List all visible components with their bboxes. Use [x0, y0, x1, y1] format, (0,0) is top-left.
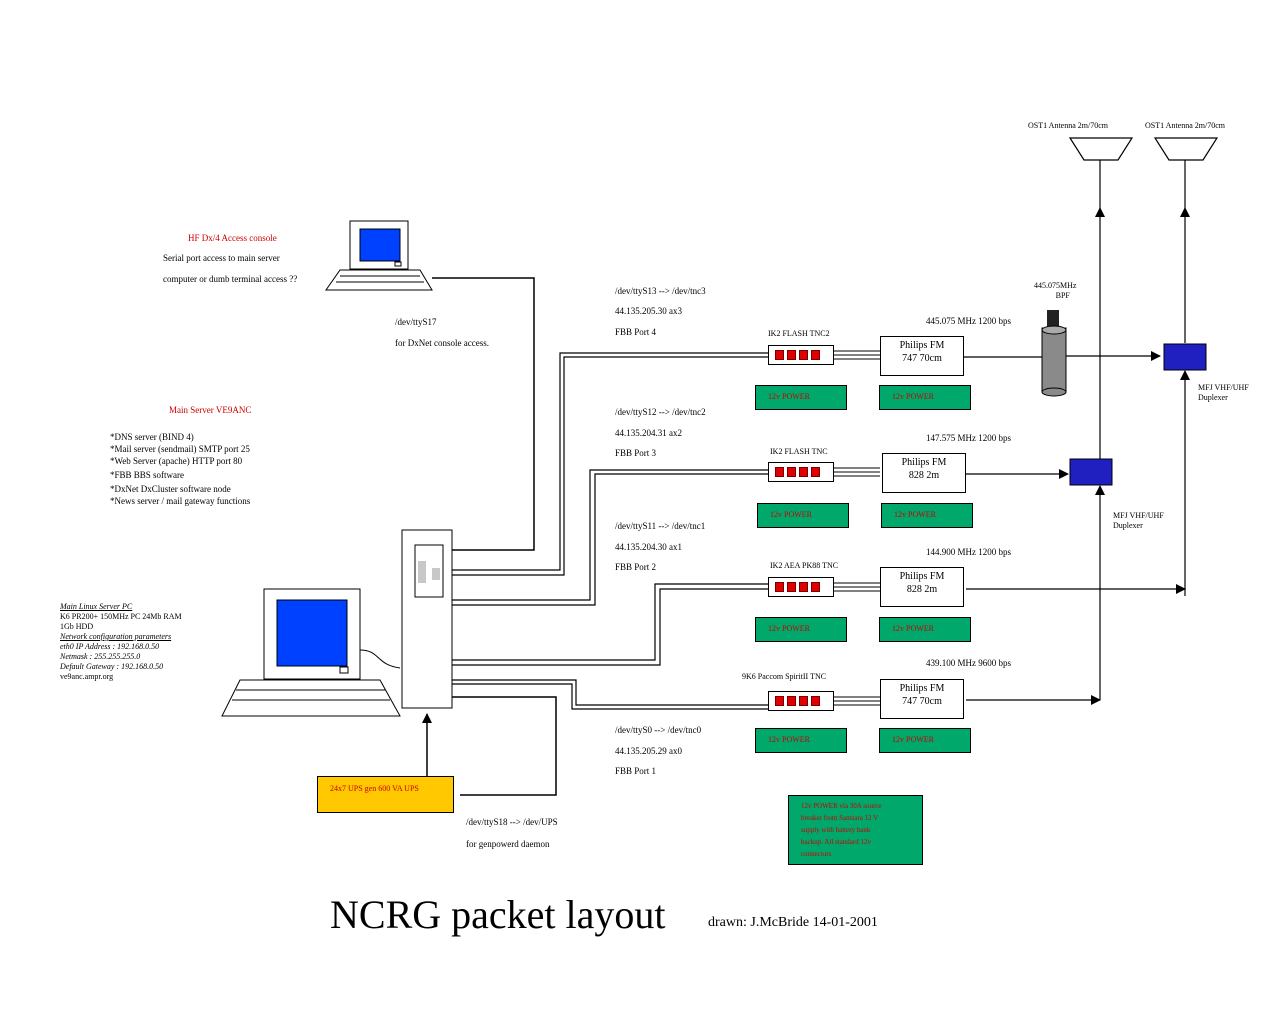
duplexer-2-icon	[1069, 458, 1113, 486]
ups-dev1: /dev/ttyS18 --> /dev/UPS	[466, 817, 558, 827]
antenna-label: OST1 Antenna 2m/70cm	[1028, 121, 1108, 130]
port1-ip: 44.135.205.29 ax0	[615, 746, 682, 756]
radio-box: Philips FM 747 70cm	[880, 679, 964, 719]
power-note-line: breaker from Samsara 12 V	[801, 814, 879, 822]
power-box: 12v POWER	[879, 617, 971, 642]
duplexer-label-line: Duplexer	[1113, 521, 1143, 530]
radio-model: Philips FM	[899, 683, 945, 694]
port3-dev: /dev/ttyS12 --> /dev/tnc2	[615, 407, 706, 417]
linux-pc-line: Main Linux Server PC	[60, 602, 133, 611]
hf-console-line2: computer or dumb terminal access ??	[163, 274, 298, 284]
port1-dev: /dev/ttyS0 --> /dev/tnc0	[615, 725, 702, 735]
main-computer-icon	[221, 588, 401, 717]
power-box: 12v POWER	[879, 728, 971, 753]
port2-dev: /dev/ttyS11 --> /dev/tnc1	[615, 521, 706, 531]
port2-ip: 44.135.204.30 ax1	[615, 542, 682, 552]
port3-fbb: FBB Port 3	[615, 448, 657, 458]
power-note-line: connectors	[801, 850, 832, 858]
linux-pc-line: 1Gb HDD	[60, 622, 94, 631]
freq-label: 147.575 MHz 1200 bps	[926, 433, 1011, 443]
tnc-label: 9K6 Paccom SpiritII TNC	[742, 672, 827, 681]
bpf-label-line: BPF	[1055, 291, 1070, 300]
duplexer-label: MFJ VHF/UHF Duplexer	[1113, 511, 1164, 531]
tnc-label: IK2 AEA PK88 TNC	[770, 561, 839, 570]
linux-pc-line: eth0 IP Address : 192.168.0.50	[60, 642, 160, 651]
main-server-list: *DNS server (BIND 4) *Mail server (sendm…	[110, 431, 250, 507]
main-server-heading: Main Server VE9ANC	[169, 405, 252, 415]
power-box: 12v POWER	[755, 385, 847, 410]
hf-console-dev2: for DxNet console access.	[395, 338, 489, 348]
main-server-item: *News server / mail gateway functions	[110, 496, 251, 506]
console-computer-icon	[325, 220, 433, 291]
antenna-label: OST1 Antenna 2m/70cm	[1145, 121, 1225, 130]
tnc-label: IK2 FLASH TNC2	[768, 329, 830, 338]
tnc-box	[768, 462, 834, 482]
main-server-item: *Web Server (apache) HTTP port 80	[110, 456, 243, 466]
port2-fbb: FBB Port 2	[615, 562, 657, 572]
port4-fbb: FBB Port 4	[615, 327, 657, 337]
ups-box: 24x7 UPS gen 600 VA UPS	[317, 776, 454, 813]
radio-box: Philips FM 747 70cm	[880, 336, 964, 376]
hf-console-heading: HF Dx/4 Access console	[188, 233, 277, 243]
diagram-title: NCRG packet layout	[330, 892, 666, 937]
main-server-item: *DNS server (BIND 4)	[110, 432, 194, 442]
duplexer-label: MFJ VHF/UHF Duplexer	[1198, 383, 1249, 403]
freq-label: 144.900 MHz 1200 bps	[926, 547, 1011, 557]
linux-pc-line: K6 PR200+ 150MHz PC 24Mb RAM	[60, 612, 182, 621]
radio-box: Philips FM 828 2m	[882, 453, 966, 493]
linux-pc-info: Main Linux Server PC K6 PR200+ 150MHz PC…	[60, 602, 182, 682]
power-note-line: backup. All standard 12v	[801, 838, 871, 846]
power-note-line: supply with battery bank	[801, 826, 871, 834]
linux-pc-line: ve9anc.ampr.org	[60, 672, 114, 681]
power-box: 12v POWER	[881, 503, 973, 528]
radio-band: 747 70cm	[902, 696, 942, 707]
power-box: 12v POWER	[755, 617, 847, 642]
tnc-box	[768, 691, 834, 711]
radio-box: Philips FM 828 2m	[880, 567, 964, 607]
tnc-label: IK2 FLASH TNC	[770, 447, 828, 456]
main-server-item: *FBB BBS software	[110, 470, 185, 480]
freq-label: 439.100 MHz 9600 bps	[926, 658, 1011, 668]
radio-band: 828 2m	[908, 470, 940, 481]
server-tower-icon	[401, 529, 453, 709]
freq-label: 445.075 MHz 1200 bps	[926, 316, 1011, 326]
radio-model: Philips FM	[899, 340, 945, 351]
power-note-line: 12v POWER via 30A source	[801, 802, 882, 810]
bpf-label: 445.075MHz BPF	[1034, 281, 1076, 301]
linux-pc-line: Netmask : 255.255.255.0	[60, 652, 141, 661]
antenna-2-icon	[1153, 137, 1219, 161]
radio-model: Philips FM	[901, 457, 947, 468]
linux-pc-line: Network configuration parameters	[60, 632, 172, 641]
duplexer-label-line: MFJ VHF/UHF	[1198, 383, 1249, 392]
duplexer-label-line: MFJ VHF/UHF	[1113, 511, 1164, 520]
bpf-filter-icon	[1041, 310, 1067, 397]
radio-band: 747 70cm	[902, 353, 942, 364]
duplexer-label-line: Duplexer	[1198, 393, 1228, 402]
drawn-by: drawn: J.McBride 14-01-2001	[708, 915, 878, 930]
radio-band: 828 2m	[906, 584, 938, 595]
antenna-1-icon	[1068, 137, 1134, 161]
linux-pc-line: Default Gateway : 192.168.0.50	[60, 662, 164, 671]
bpf-label-line: 445.075MHz	[1034, 281, 1077, 290]
ups-dev2: for genpowerd daemon	[466, 839, 550, 849]
port4-ip: 44.135.205.30 ax3	[615, 306, 682, 316]
power-box: 12v POWER	[879, 385, 971, 410]
power-box: 12v POWER	[757, 503, 849, 528]
port4-dev: /dev/ttyS13 --> /dev/tnc3	[615, 286, 706, 296]
radio-model: Philips FM	[899, 571, 945, 582]
power-note-box: 12v POWER via 30A source breaker from Sa…	[788, 795, 923, 865]
port1-fbb: FBB Port 1	[615, 766, 657, 776]
port3-ip: 44.135.204.31 ax2	[615, 428, 682, 438]
duplexer-1-icon	[1163, 343, 1207, 371]
hf-console-dev1: /dev/ttyS17	[395, 317, 437, 327]
main-server-item: *Mail server (sendmail) SMTP port 25	[110, 444, 250, 454]
hf-console-line1: Serial port access to main server	[163, 253, 280, 263]
main-server-item: *DxNet DxCluster software node	[110, 484, 231, 494]
tnc-box	[768, 345, 834, 365]
power-box: 12v POWER	[755, 728, 847, 753]
tnc-box	[768, 577, 834, 597]
